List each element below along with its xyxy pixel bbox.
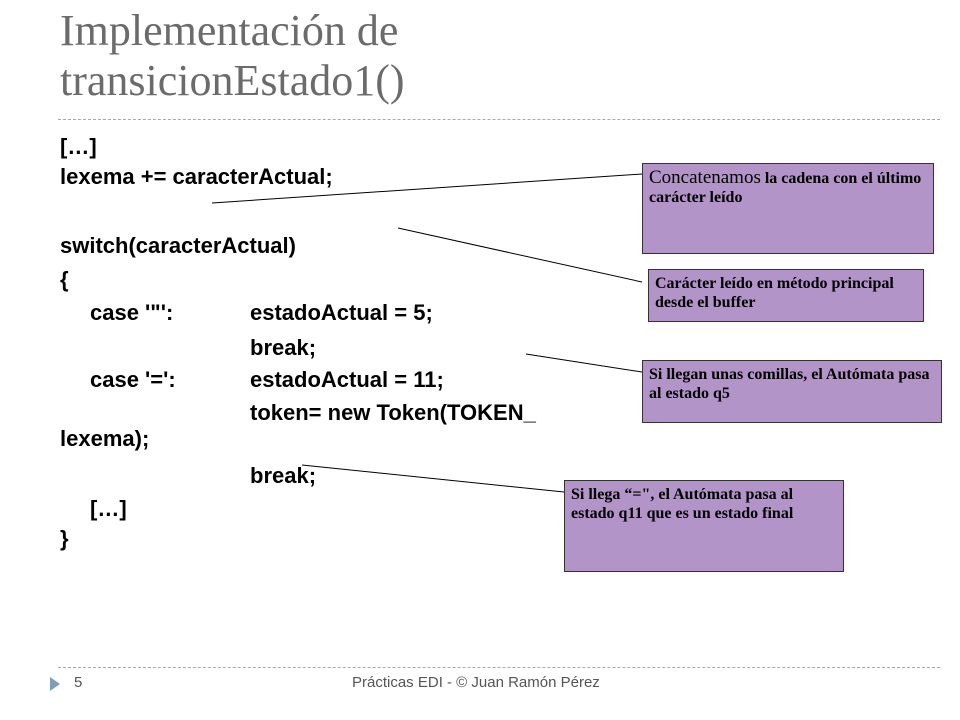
connector-line xyxy=(525,353,643,373)
callout-text: Si llega “=", el Autómata pasa al estado… xyxy=(571,486,794,522)
title-line-2: transicionEstado1() xyxy=(60,56,405,105)
code-line: { xyxy=(60,267,69,292)
code-line: […] xyxy=(60,134,97,159)
slide-title: Implementación de transicionEstado1() xyxy=(60,6,920,106)
callout-text: Si llegan unas comillas, el Autómata pas… xyxy=(649,366,930,402)
code-line: lexema); xyxy=(60,426,150,451)
callout-quotes: Si llegan unas comillas, el Autómata pas… xyxy=(642,360,942,423)
code-line: break; xyxy=(250,463,317,488)
code-line: } xyxy=(60,526,69,551)
code-line: case '"': xyxy=(90,300,174,325)
code-line: estadoActual = 5; xyxy=(250,300,433,325)
code-line: break; xyxy=(250,335,317,360)
code-line: switch(caracterActual) xyxy=(60,233,296,258)
title-line-1: Implementación de xyxy=(60,6,399,55)
callout-text: la cadena con el último carácter leído xyxy=(649,170,922,206)
callout-character-read: Carácter leído en método principal desde… xyxy=(648,269,924,322)
footer-divider xyxy=(58,667,940,668)
code-line: […] xyxy=(90,496,127,521)
title-divider xyxy=(58,119,940,120)
connector-line xyxy=(301,464,565,493)
callout-text: Carácter leído en método principal desde… xyxy=(655,275,894,311)
bullet-triangle-icon xyxy=(50,677,60,691)
footer-credit: Prácticas EDI - © Juan Ramón Pérez xyxy=(352,674,600,691)
callout-concatenate: Concatenamos la cadena con el último car… xyxy=(642,163,934,254)
code-line: lexema += caracterActual; xyxy=(60,164,333,189)
code-line: case '=': xyxy=(90,367,176,392)
page-number: 5 xyxy=(74,674,83,691)
connector-line xyxy=(397,227,643,283)
callout-emphasis: Concatenamos xyxy=(649,167,761,188)
callout-equals: Si llega “=", el Autómata pasa al estado… xyxy=(564,480,844,572)
code-line: token= new Token(TOKEN_ xyxy=(250,400,536,425)
code-line: estadoActual = 11; xyxy=(250,367,444,392)
connector-line xyxy=(211,173,643,204)
